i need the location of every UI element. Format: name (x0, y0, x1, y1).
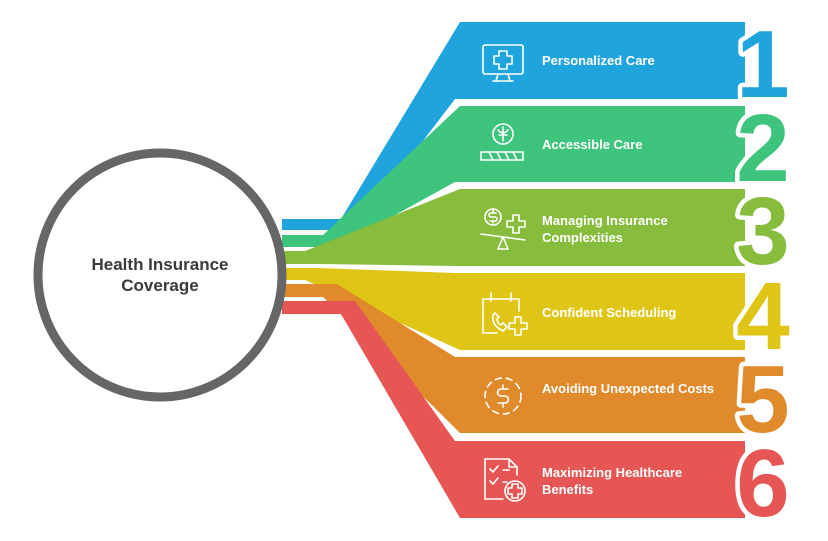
step-number-4: 4 (736, 263, 789, 370)
dollar-scale-cross-icon (480, 208, 526, 250)
checklist-medical-icon (484, 458, 526, 502)
item-label-5: Avoiding Unexpected Costs (542, 381, 715, 396)
step-number-1: 1 (736, 11, 789, 118)
calendar-phone-icon (482, 292, 528, 336)
caduceus-ramp-icon (480, 123, 524, 161)
item-label-2: Accessible Care (542, 137, 643, 152)
ribbons-layer (282, 22, 745, 518)
ribbon-5 (282, 284, 745, 433)
ribbon-6 (282, 301, 745, 518)
monitor-medical-icon (482, 44, 524, 82)
icons-layer (480, 44, 528, 502)
ribbon-4 (282, 268, 745, 350)
item-label-4: Confident Scheduling (542, 305, 677, 320)
ribbon-1 (282, 22, 745, 230)
item-label-3: Managing Insurance Complexities (542, 213, 668, 245)
dollar-circle-icon (484, 377, 522, 415)
item-label-6: Maximizing Healthcare Benefits (542, 465, 683, 497)
item-label-1: Personalized Care (542, 53, 655, 68)
step-number-6: 6 (736, 430, 789, 536)
step-number-2: 2 (736, 95, 789, 202)
ribbon-2 (282, 106, 745, 247)
hub-ring (33, 148, 287, 402)
step-number-3: 3 (736, 178, 789, 285)
step-number-5: 5 (736, 346, 789, 453)
